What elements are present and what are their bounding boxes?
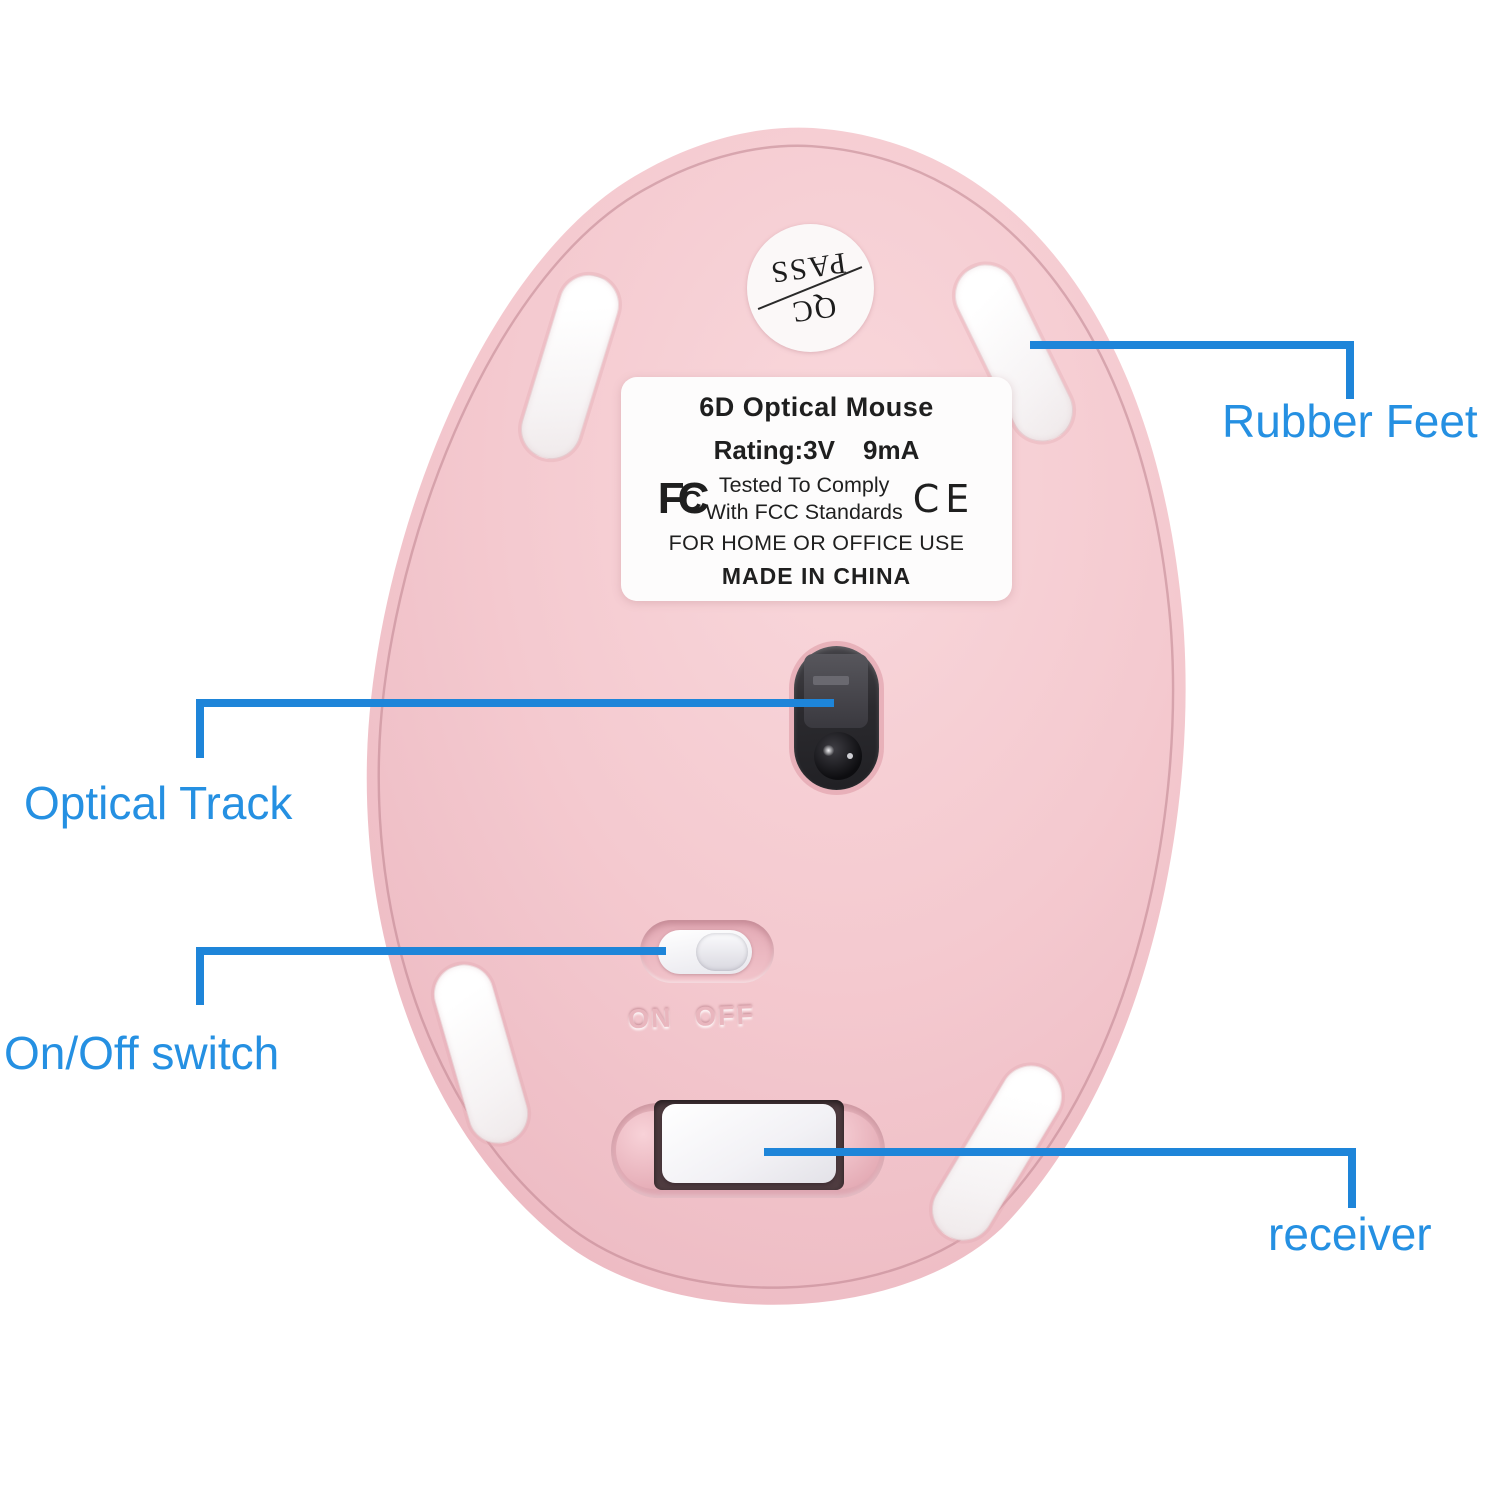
fcc-logo: F C C xyxy=(657,473,710,523)
optical-sensor xyxy=(794,646,879,790)
callout-line-on-off-horizontal xyxy=(196,947,666,955)
lens-dot xyxy=(847,753,853,759)
spec-label: 6D Optical Mouse Rating:3V 9mA F C C Tes… xyxy=(621,377,1012,601)
callout-label-rubber-feet: Rubber Feet xyxy=(1222,395,1478,447)
origin-line: MADE IN CHINA xyxy=(721,562,912,589)
callout-line-rubber-feet-horizontal xyxy=(1030,341,1354,349)
callout-label-receiver: receiver xyxy=(1268,1208,1432,1260)
power-switch-slider xyxy=(658,930,752,974)
pass-text: PASS xyxy=(767,246,849,290)
spec-title: 6D Optical Mouse xyxy=(699,392,934,422)
rating-prefix: Rating:3V xyxy=(713,435,835,465)
shell-seam-line xyxy=(377,144,1175,1289)
usb-receiver xyxy=(662,1104,836,1183)
sensor-window-detail xyxy=(813,676,849,685)
sensor-window xyxy=(804,654,868,728)
callout-line-optical-track-vertical xyxy=(196,699,204,758)
comply-line-2: With FCC Standards xyxy=(705,499,903,524)
rating-line: Rating:3V 9mA xyxy=(714,435,920,466)
rating-suffix: 9mA xyxy=(862,435,920,465)
compliance-row: F C C Tested To Comply With FCC Standard… xyxy=(658,472,976,526)
on-off-embossed-label: ON OFF xyxy=(627,999,756,1035)
sensor-lens xyxy=(814,732,862,780)
callout-line-optical-track-horizontal xyxy=(196,699,834,707)
lens-highlight xyxy=(823,745,834,756)
power-switch-knob xyxy=(696,933,748,971)
qc-pass-sticker-content: QC PASS xyxy=(739,216,883,360)
callout-label-optical-track: Optical Track xyxy=(24,777,293,829)
qc-pass-sticker: QC PASS xyxy=(747,224,874,352)
callout-label-on-off-switch: On/Off switch xyxy=(4,1027,280,1079)
callout-line-on-off-vertical xyxy=(196,947,204,1005)
ce-logo: CE xyxy=(912,476,976,521)
comply-text: Tested To Comply With FCC Standards xyxy=(706,472,903,526)
callout-line-receiver-horizontal xyxy=(764,1148,1356,1156)
usage-line: FOR HOME OR OFFICE USE xyxy=(668,530,965,555)
comply-line-1: Tested To Comply xyxy=(718,473,890,497)
callout-line-rubber-feet-vertical xyxy=(1346,341,1354,399)
callout-line-receiver-vertical xyxy=(1348,1148,1356,1208)
